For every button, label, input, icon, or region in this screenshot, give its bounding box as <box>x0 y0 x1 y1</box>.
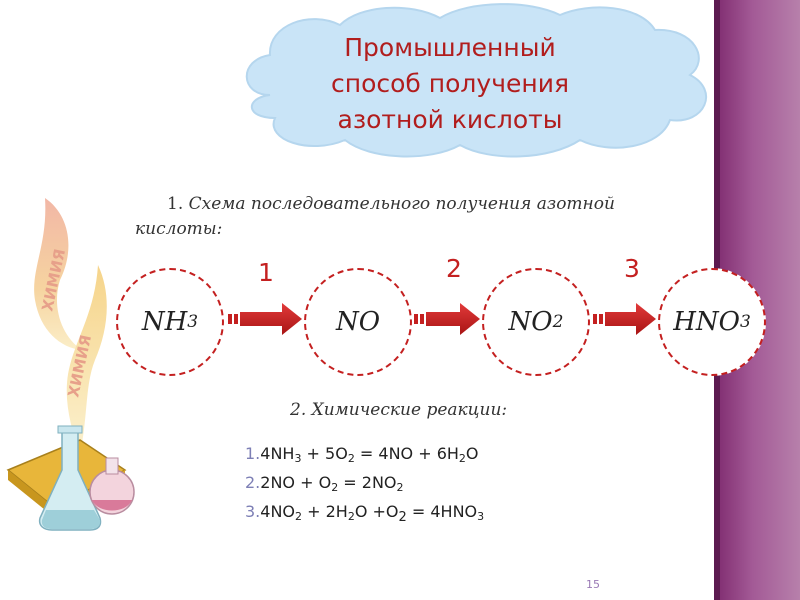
compound-nh3-base: NH <box>141 307 188 337</box>
reaction-subscript: 3 <box>477 510 485 523</box>
compound-hno3-sub: 3 <box>739 312 751 332</box>
reaction-text: 2NO + O <box>260 473 332 492</box>
reaction-text: + 5O <box>301 444 348 463</box>
arrow-3 <box>593 303 656 335</box>
title-line-2: способ получения <box>331 69 569 98</box>
compound-no2-base: NO <box>508 307 553 337</box>
step-label-2: 2 <box>446 254 462 283</box>
reaction-subscript: 2 <box>398 510 407 525</box>
round-flask-icon <box>89 457 135 515</box>
compound-hno3-base: HNO <box>673 307 740 337</box>
reaction-2: 2.2NO + O2 = 2NO2 <box>245 469 484 498</box>
reaction-1: 1.4NH3 + 5O2 = 4NO + 6H2O <box>245 440 484 469</box>
section-1-text: Схема последовательного получения азотно… <box>135 194 615 239</box>
reaction-subscript: 2 <box>295 510 303 523</box>
reaction-text: O +O <box>354 502 399 521</box>
flask-icon <box>38 425 102 531</box>
section-1-number: 1. <box>167 194 184 214</box>
arrow-2 <box>414 303 480 335</box>
reaction-subscript: 2 <box>347 510 355 523</box>
reaction-subscript: 3 <box>294 452 302 465</box>
reaction-subscript: 2 <box>396 481 404 494</box>
chemistry-decoration: ХИМИЯ ХИМИЯ <box>6 198 135 531</box>
reaction-text: + 2H <box>302 502 348 521</box>
flame-lower <box>66 265 107 455</box>
section-2-heading: 2. Химические реакции: <box>290 400 508 420</box>
compound-circle-no: NO <box>304 268 412 376</box>
reaction-subscript: 2 <box>347 452 355 465</box>
reaction-list: 1.4NH3 + 5O2 = 4NO + 6H2O 2.2NO + O2 = 2… <box>245 440 484 527</box>
section-1-heading: 1. Схема последовательного получения азо… <box>135 192 695 242</box>
reaction-subscript: 2 <box>331 481 339 494</box>
reaction-text: = 4HNO <box>406 502 478 521</box>
reaction-text: 4NO <box>260 502 296 521</box>
title-cloud <box>245 3 708 158</box>
reaction-text: 4NH <box>260 444 295 463</box>
page-number: 15 <box>586 578 600 591</box>
title-line-1: Промышленный <box>344 33 556 62</box>
reaction-subscript: 2 <box>458 452 466 465</box>
title-line-3: азотной кислоты <box>337 105 563 134</box>
step-label-3: 3 <box>624 254 640 283</box>
reaction-3: 3.4NO2 + 2H2O +O2 = 4HNO3 <box>245 498 484 527</box>
reaction-index: 1. <box>245 444 261 463</box>
reaction-text: O <box>465 444 479 463</box>
compound-no2-sub: 2 <box>552 312 564 332</box>
page-title: Промышленный способ получения азотной ки… <box>270 30 630 138</box>
flame-upper <box>34 198 82 350</box>
compound-nh3-sub: 3 <box>187 312 199 332</box>
reaction-index: 3. <box>245 502 261 521</box>
reaction-text: = 2NO <box>338 473 397 492</box>
step-label-1: 1 <box>258 258 274 287</box>
reaction-index: 2. <box>245 473 261 492</box>
reaction-text: = 4NO + 6H <box>354 444 459 463</box>
compound-no-base: NO <box>335 307 381 337</box>
arrow-1 <box>228 303 302 335</box>
